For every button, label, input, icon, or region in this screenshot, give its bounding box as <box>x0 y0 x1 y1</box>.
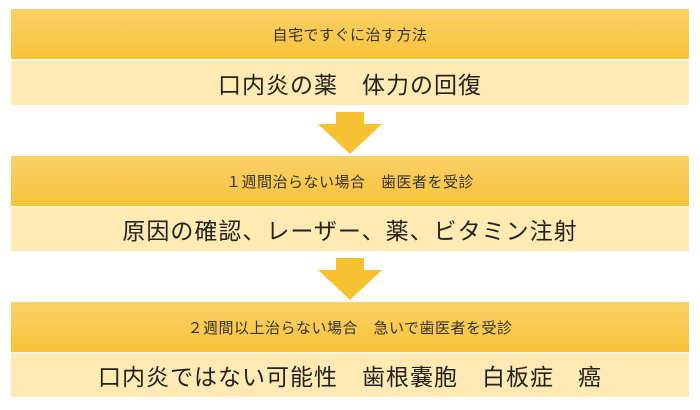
step-1-header: 自宅ですぐに治す方法 <box>11 9 689 59</box>
step-1-body: 口内炎の薬 体力の回復 <box>11 61 689 105</box>
step-2: １週間治らない場合 歯医者を受診 原因の確認、レーザー、薬、ビタミン注射 <box>11 156 689 256</box>
step-3-header: ２週間以上治らない場合 急いで歯医者を受診 <box>11 302 689 352</box>
step-1: 自宅ですぐに治す方法 口内炎の薬 体力の回復 <box>11 9 689 107</box>
down-arrow-icon <box>318 112 382 154</box>
arrow-1 <box>0 112 700 154</box>
step-3-body: 口内炎ではない可能性 歯根嚢胞 白板症 癌 <box>11 353 689 397</box>
step-2-body: 原因の確認、レーザー、薬、ビタミン注射 <box>11 207 689 251</box>
step-3: ２週間以上治らない場合 急いで歯医者を受診 口内炎ではない可能性 歯根嚢胞 白板… <box>11 302 689 402</box>
arrow-2 <box>0 258 700 300</box>
down-arrow-icon <box>318 258 382 300</box>
step-2-header: １週間治らない場合 歯医者を受診 <box>11 156 689 206</box>
